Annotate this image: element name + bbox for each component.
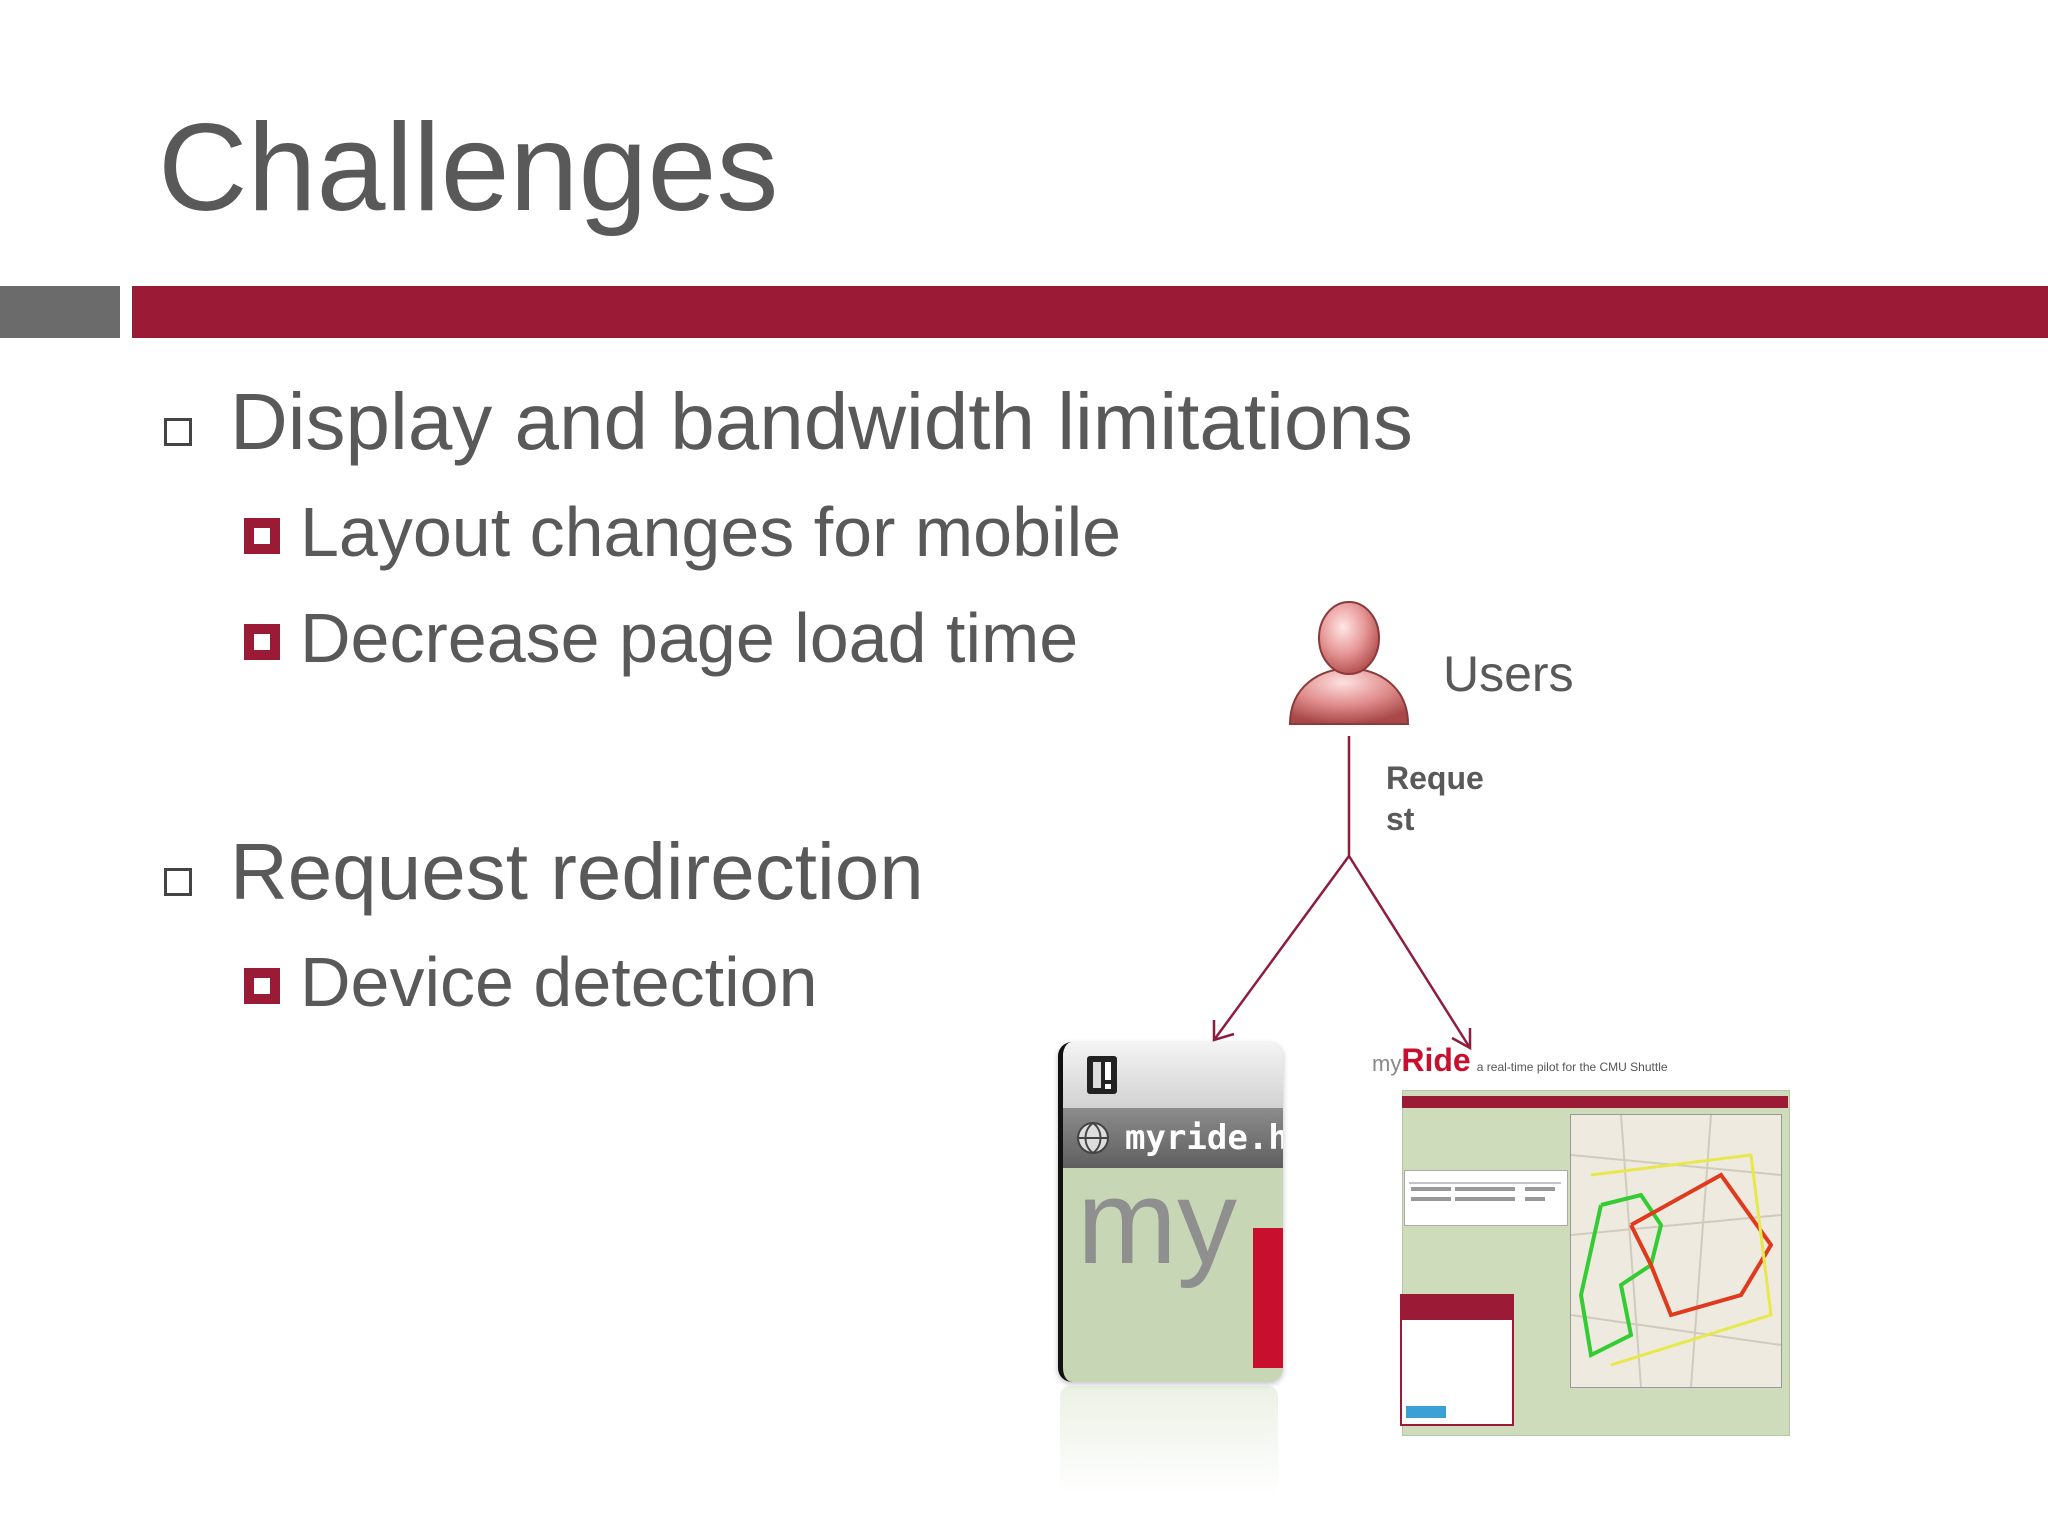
svg-text:my: my [1077, 1168, 1237, 1289]
sub-bullet-layout-changes: Layout changes for mobile [300, 493, 1122, 571]
sim-alert-icon [1087, 1056, 1117, 1094]
title-divider-red [132, 286, 2048, 338]
bullet-marker-filled [244, 968, 280, 1004]
users-label: Users [1443, 646, 1574, 702]
globe-icon [1077, 1122, 1109, 1154]
slide-title: Challenges [158, 99, 779, 237]
title-divider-gray [0, 286, 120, 338]
mobile-site-screenshot: myride.hei my [1058, 1042, 1283, 1382]
site-brand: myRide a real-time pilot for the CMU Shu… [1372, 1042, 1668, 1078]
bullet-display-bandwidth: Display and bandwidth limitations [230, 377, 1413, 466]
mobile-url-text: myride.hei [1125, 1118, 1283, 1158]
bullet-marker-hollow [164, 418, 192, 446]
site-map [1570, 1114, 1782, 1388]
site-twitter-feed [1400, 1294, 1514, 1426]
request-label: Reque st [1386, 760, 1484, 837]
bullet-request-redirection: Request redirection [230, 827, 924, 916]
sub-bullet-device-detection: Device detection [300, 943, 818, 1021]
site-arrival-table [1404, 1170, 1568, 1226]
desktop-site-screenshot: myRide a real-time pilot for the CMU Shu… [1372, 1042, 1790, 1436]
site-alert-bar [1402, 1096, 1788, 1108]
request-arrows [1212, 736, 1472, 1051]
myride-logo-cropped: my [1077, 1168, 1283, 1368]
phone-status-bar [1063, 1042, 1283, 1108]
bullet-marker-hollow [164, 868, 192, 896]
sub-bullet-page-load: Decrease page load time [300, 599, 1079, 677]
phone-reflection [1060, 1386, 1278, 1496]
bullet-marker-filled [244, 624, 280, 660]
user-icon [1288, 601, 1410, 725]
phone-url-bar [1063, 1108, 1283, 1168]
bullet-marker-filled [244, 518, 280, 554]
